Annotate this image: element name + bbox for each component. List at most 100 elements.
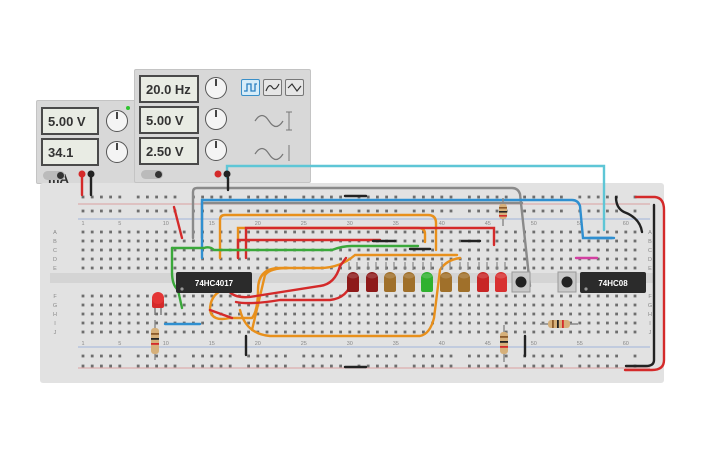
breadboard-hole[interactable] [173,303,177,307]
breadboard-hole[interactable] [90,257,94,261]
breadboard-hole[interactable] [146,312,149,316]
breadboard-hole[interactable] [357,330,361,334]
breadboard-hole[interactable] [578,230,582,234]
breadboard-hole[interactable] [412,195,416,199]
breadboard-hole[interactable] [330,230,333,234]
breadboard-hole[interactable] [578,195,582,199]
breadboard-hole[interactable] [320,321,324,325]
breadboard-hole[interactable] [348,248,352,252]
breadboard-hole[interactable] [339,209,342,213]
breadboard-hole[interactable] [615,230,618,234]
breadboard-hole[interactable] [587,321,591,325]
breadboard-hole[interactable] [468,312,471,316]
breadboard-hole[interactable] [164,312,168,316]
breadboard-hole[interactable] [523,209,526,213]
breadboard-hole[interactable] [403,303,407,307]
breadboard-hole[interactable] [376,330,379,334]
breadboard-hole[interactable] [514,230,517,234]
breadboard-hole[interactable] [247,257,250,261]
breadboard-hole[interactable] [100,195,103,199]
breadboard-hole[interactable] [127,239,131,243]
breadboard-hole[interactable] [100,312,103,316]
breadboard-hole[interactable] [274,303,278,307]
breadboard-hole[interactable] [339,257,342,261]
breadboard-hole[interactable] [449,294,453,298]
breadboard-hole[interactable] [136,239,140,243]
breadboard-hole[interactable] [100,209,103,213]
breadboard-hole[interactable] [366,230,370,234]
breadboard-hole[interactable] [228,266,232,270]
breadboard-hole[interactable] [109,209,112,213]
breadboard-hole[interactable] [376,354,379,358]
breadboard-hole[interactable] [238,321,241,325]
breadboard-hole[interactable] [311,330,315,334]
breadboard-hole[interactable] [560,248,563,252]
dc-offset-knob[interactable] [205,139,227,161]
breadboard-hole[interactable] [523,248,526,252]
breadboard-hole[interactable] [468,248,471,252]
breadboard-hole[interactable] [504,257,508,261]
breadboard-hole[interactable] [550,294,554,298]
breadboard-hole[interactable] [109,303,112,307]
breadboard-hole[interactable] [376,321,379,325]
breadboard-hole[interactable] [615,312,618,316]
breadboard-hole[interactable] [320,330,324,334]
breadboard-hole[interactable] [440,230,444,234]
breadboard-hole[interactable] [403,330,407,334]
breadboard-hole[interactable] [514,266,517,270]
breadboard-hole[interactable] [164,303,168,307]
breadboard-hole[interactable] [606,321,609,325]
breadboard-hole[interactable] [412,364,416,368]
breadboard-hole[interactable] [504,303,508,307]
breadboard-hole[interactable] [633,230,637,234]
breadboard-hole[interactable] [293,330,296,334]
breadboard-hole[interactable] [596,248,600,252]
breadboard-hole[interactable] [560,303,563,307]
breadboard-hole[interactable] [228,230,232,234]
breadboard-hole[interactable] [486,294,490,298]
breadboard-hole[interactable] [440,257,444,261]
breadboard-hole[interactable] [90,230,94,234]
breadboard-hole[interactable] [219,266,223,270]
breadboard-hole[interactable] [155,364,158,368]
breadboard-hole[interactable] [606,230,609,234]
breadboard-hole[interactable] [311,312,315,316]
breadboard-hole[interactable] [109,230,112,234]
breadboard-hole[interactable] [403,321,407,325]
breadboard-hole[interactable] [532,354,536,358]
chip-and-gate[interactable] [580,272,646,293]
breadboard-hole[interactable] [403,239,407,243]
breadboard-hole[interactable] [431,294,434,298]
breadboard-hole[interactable] [495,354,499,358]
breadboard-hole[interactable] [164,248,168,252]
breadboard-hole[interactable] [127,330,131,334]
breadboard-hole[interactable] [504,364,508,368]
breadboard-hole[interactable] [330,257,333,261]
breadboard-hole[interactable] [422,303,425,307]
breadboard-hole[interactable] [569,248,572,252]
breadboard-hole[interactable] [440,248,444,252]
breadboard-hole[interactable] [449,239,453,243]
breadboard-hole[interactable] [523,330,526,334]
breadboard-hole[interactable] [468,354,471,358]
led[interactable] [458,262,470,292]
breadboard-hole[interactable] [182,312,186,316]
breadboard-hole[interactable] [624,248,628,252]
breadboard-hole[interactable] [81,266,85,270]
breadboard-hole[interactable] [90,364,94,368]
breadboard-hole[interactable] [486,330,490,334]
breadboard-hole[interactable] [422,354,425,358]
breadboard-hole[interactable] [274,321,278,325]
breadboard-hole[interactable] [477,248,480,252]
breadboard-hole[interactable] [615,294,618,298]
breadboard-hole[interactable] [495,330,499,334]
breadboard-hole[interactable] [284,364,287,368]
ps-positive-terminal[interactable] [78,170,86,178]
breadboard-hole[interactable] [587,266,591,270]
breadboard-hole[interactable] [109,364,112,368]
breadboard-hole[interactable] [330,312,333,316]
breadboard-hole[interactable] [376,248,379,252]
breadboard-hole[interactable] [633,239,637,243]
breadboard-hole[interactable] [615,257,618,261]
breadboard-hole[interactable] [422,239,425,243]
